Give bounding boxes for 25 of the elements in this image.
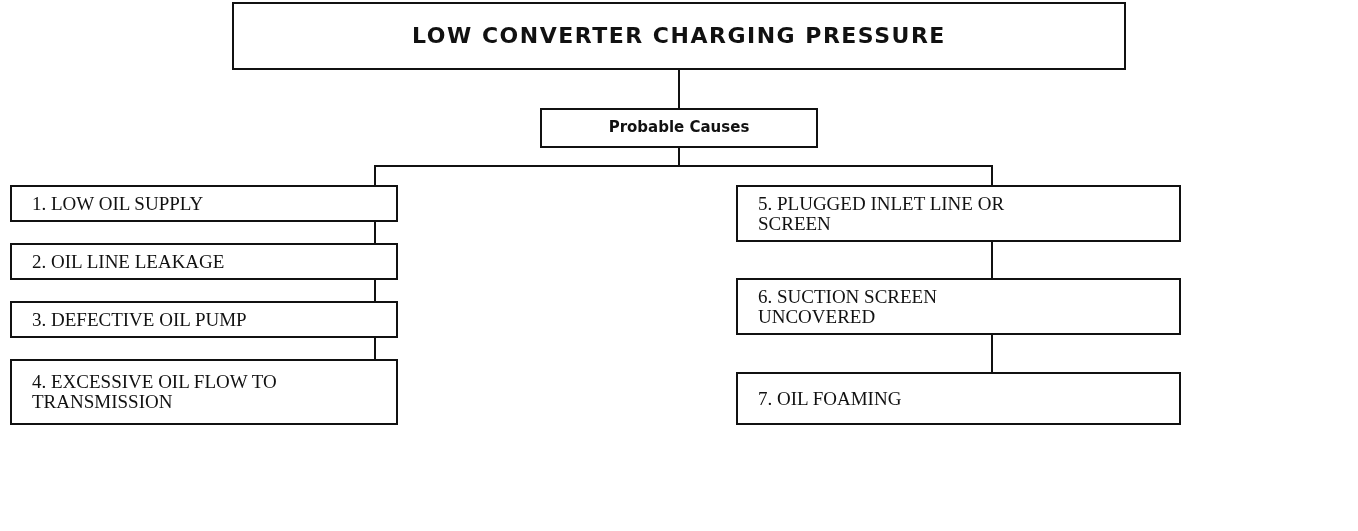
- label-text: 2. OIL LINE LEAKAGE: [32, 251, 225, 272]
- cause-box: [736, 185, 1181, 242]
- connector-line: [678, 147, 993, 186]
- connector-line: [991, 241, 993, 279]
- label-text: 4. EXCESSIVE OIL FLOW TO TRANSMISSION: [32, 372, 278, 412]
- cause-box: [10, 301, 398, 338]
- title-text: LOW CONVERTER CHARGING PRESSURE: [412, 24, 946, 48]
- cause-box: [736, 372, 1181, 425]
- connector-line: [374, 337, 376, 360]
- cause-box: [10, 243, 398, 280]
- connector-line: [678, 69, 680, 109]
- label-text: Probable Causes: [608, 120, 750, 136]
- cause-box: [736, 278, 1181, 335]
- cause-box: [10, 185, 398, 222]
- connector-line: [991, 334, 993, 373]
- connector-line: [374, 279, 376, 302]
- label-text: 3. DEFECTIVE OIL PUMP: [32, 309, 247, 330]
- heading-box: [540, 108, 818, 148]
- label-text: 5. PLUGGED INLET LINE OR SCREEN: [758, 193, 1006, 234]
- title-box: [232, 2, 1126, 70]
- label-text: 6. SUCTION SCREEN UNCOVERED: [758, 286, 938, 327]
- connector-line: [374, 221, 376, 244]
- cause-box: [10, 359, 398, 425]
- label-text: 7. OIL FOAMING: [758, 388, 902, 409]
- label-text: 1. LOW OIL SUPPLY: [32, 193, 204, 214]
